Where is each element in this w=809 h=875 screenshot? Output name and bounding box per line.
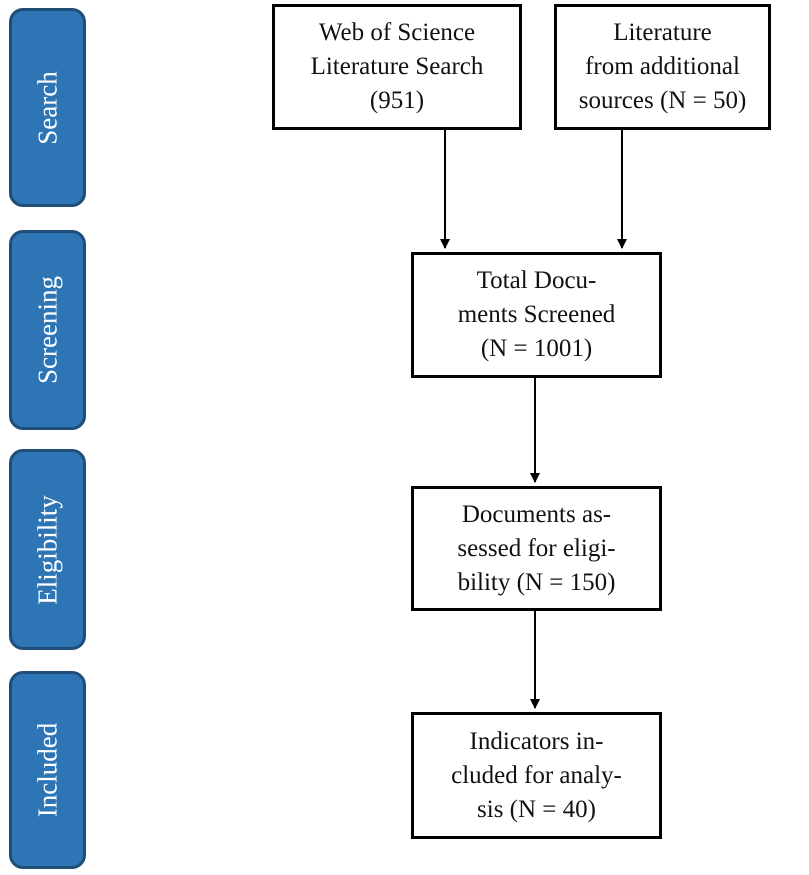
box-additional-sources: Literature from additional sources (N = … <box>554 4 771 130</box>
stage-eligibility-label: Eligibility <box>32 494 62 605</box>
box-assessed-eligibility: Documents as- sessed for eligi- bility (… <box>411 486 662 611</box>
stage-included-label: Included <box>32 722 62 818</box>
box-web-of-science-text: Web of Science Literature Search (951) <box>310 19 484 114</box>
box-assessed-eligibility-text: Documents as- sessed for eligi- bility (… <box>457 500 616 596</box>
stage-search-label: Search <box>32 70 62 145</box>
stage-eligibility: Eligibility <box>9 449 86 650</box>
box-total-screened: Total Docu- ments Screened (N = 1001) <box>411 252 662 378</box>
box-total-screened-text: Total Docu- ments Screened (N = 1001) <box>457 267 616 362</box>
stage-screening: Screening <box>9 230 86 430</box>
box-web-of-science: Web of Science Literature Search (951) <box>272 4 522 130</box>
box-additional-sources-text: Literature from additional sources (N = … <box>578 19 747 114</box>
stage-search: Search <box>9 8 86 207</box>
stage-included: Included <box>9 671 86 869</box>
box-included-analysis-text: Indicators in- cluded for analy- sis (N … <box>451 727 622 823</box>
stage-screening-label: Screening <box>32 276 62 384</box>
box-included-analysis: Indicators in- cluded for analy- sis (N … <box>411 712 662 839</box>
